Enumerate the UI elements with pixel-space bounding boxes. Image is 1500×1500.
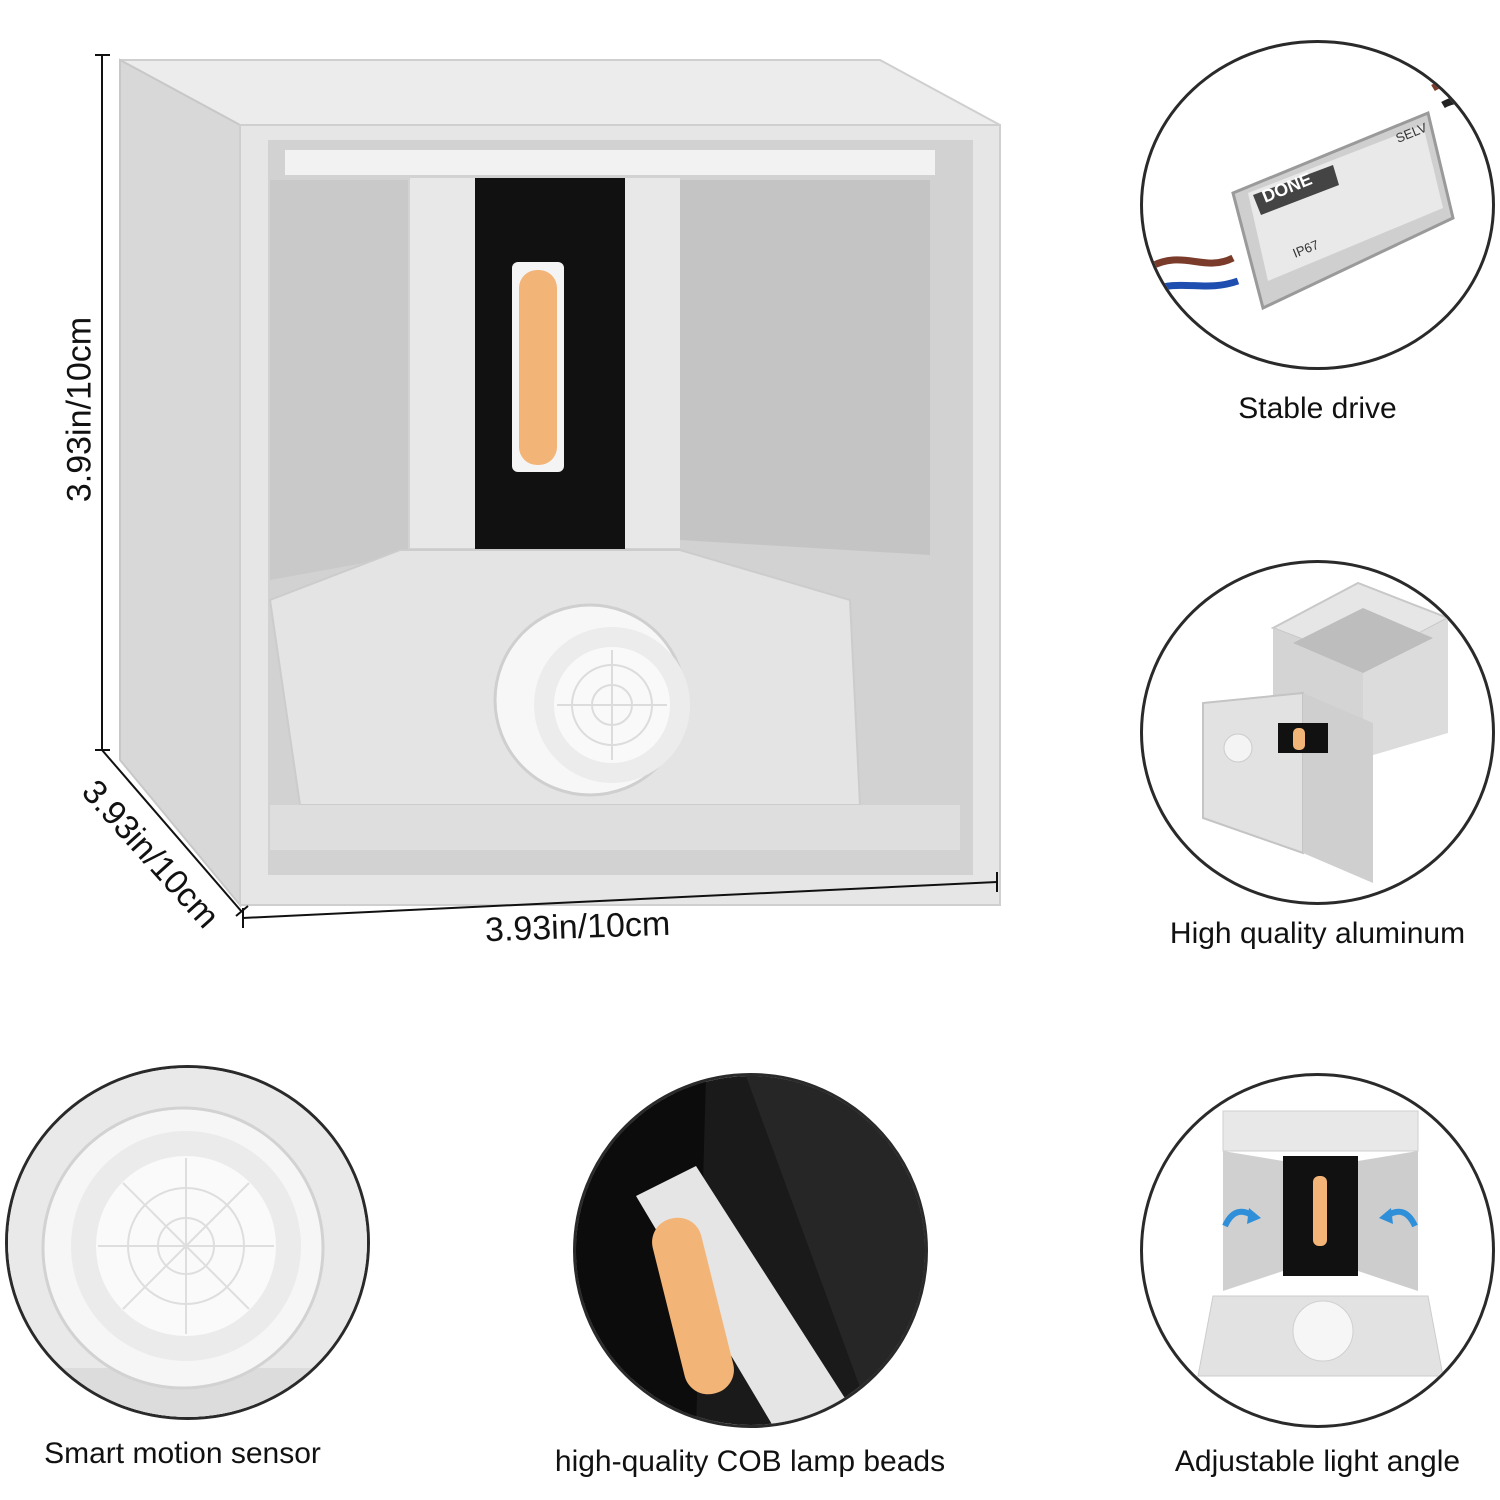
wall-light-housing xyxy=(119,58,1001,908)
height-dimension-label: 3.93in/10cm xyxy=(60,316,99,503)
caption-cob: high-quality COB lamp beads xyxy=(554,1445,946,1478)
aluminum-housing-icon xyxy=(1202,581,1451,883)
caption-adjustable-angle: Adjustable light angle xyxy=(1174,1445,1461,1478)
led-driver-icon: DONE IP67 SELV xyxy=(1146,78,1492,311)
main-product-illustration: 3.93in/10cm 3.93in/10cm 3.93in/10cm xyxy=(0,0,1010,960)
caption-aluminum: High quality aluminum xyxy=(1169,917,1466,950)
cob-led-icon xyxy=(576,1076,925,1425)
caption-stable-drive: Stable drive xyxy=(1238,392,1397,425)
motion-sensor-icon xyxy=(8,1068,367,1417)
feature-circle-cob xyxy=(573,1073,928,1428)
width-dimension-label: 3.93in/10cm xyxy=(484,904,671,950)
feature-circle-motion-sensor xyxy=(5,1065,370,1420)
feature-circle-aluminum xyxy=(1140,560,1495,905)
feature-circle-stable-drive: DONE IP67 SELV xyxy=(1140,40,1495,370)
feature-circle-adjustable-angle xyxy=(1140,1073,1495,1428)
caption-motion-sensor: Smart motion sensor xyxy=(44,1437,321,1470)
dimension-lines xyxy=(95,54,998,928)
adjustable-angle-icon xyxy=(1197,1110,1444,1377)
